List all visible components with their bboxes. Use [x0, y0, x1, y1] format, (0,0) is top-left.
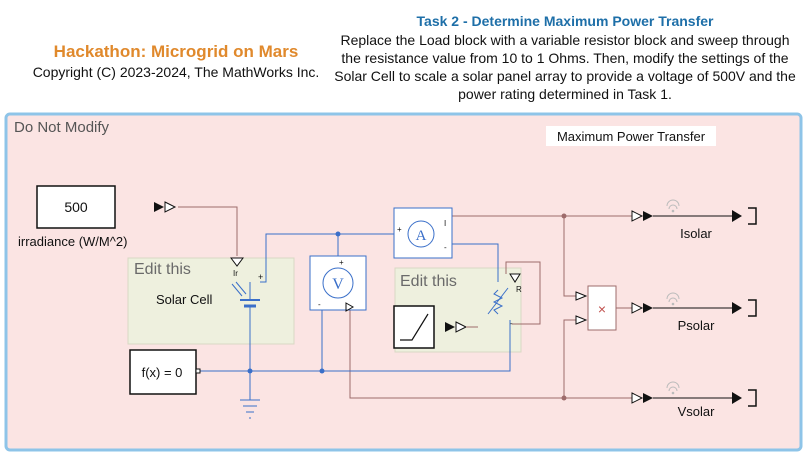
- port-minus: -: [510, 319, 513, 328]
- signal-lines: [178, 206, 632, 399]
- port-r: R: [516, 285, 522, 294]
- current-sensor-block[interactable]: A + I -: [393, 207, 453, 259]
- product-block[interactable]: ×: [575, 285, 617, 331]
- constant-block[interactable]: 500: [36, 185, 116, 229]
- junction-dot: [561, 395, 567, 401]
- terminator-isolar[interactable]: [732, 207, 757, 225]
- area-title-bg: [546, 126, 716, 146]
- label-isolar: Isolar: [680, 226, 712, 241]
- signal-icon: [666, 292, 680, 306]
- solar-cell-label: Solar Cell: [156, 292, 212, 307]
- header-copyright: Copyright (C) 2023-2024, The MathWorks I…: [32, 64, 320, 80]
- voltage-sensor-block[interactable]: V + -: [309, 255, 367, 312]
- area-title: Maximum Power Transfer: [557, 129, 706, 144]
- port-plus: +: [339, 258, 344, 267]
- junction-dot: [335, 231, 341, 237]
- junction-dot: [247, 368, 253, 374]
- constant-value: 500: [64, 199, 88, 215]
- port-i: I: [444, 219, 446, 228]
- variable-resistor-block[interactable]: R -: [487, 273, 522, 328]
- constant-label: irradiance (W/M^2): [18, 234, 127, 249]
- solver-label: f(x) = 0: [142, 365, 183, 380]
- edit-label-solar: Edit this: [134, 261, 191, 278]
- voltmeter-symbol: V: [332, 276, 344, 293]
- converter-block-1[interactable]: [154, 201, 177, 213]
- signal-icon: [666, 199, 680, 213]
- terminator-psolar[interactable]: [732, 299, 757, 317]
- signal-icon: [666, 381, 680, 395]
- port-plus: +: [397, 225, 402, 234]
- port-ir: Ir: [233, 269, 238, 278]
- do-not-modify-label: Do Not Modify: [14, 119, 110, 136]
- label-vsolar: Vsolar: [678, 404, 716, 419]
- junction-dot: [319, 368, 325, 374]
- ramp-block[interactable]: [393, 305, 468, 349]
- product-symbol: ×: [598, 301, 606, 317]
- converter-psolar[interactable]: [631, 302, 653, 314]
- terminator-vsolar[interactable]: [732, 389, 757, 407]
- ground-block[interactable]: [240, 399, 260, 419]
- converter-isolar[interactable]: [631, 210, 653, 222]
- solar-cell-block[interactable]: Solar Cell Ir +: [156, 257, 263, 312]
- ammeter-symbol: A: [416, 228, 427, 244]
- edit-label-load: Edit this: [400, 273, 457, 290]
- port-minus: -: [444, 243, 447, 252]
- header-title: Hackathon: Microgrid on Mars: [53, 42, 299, 61]
- converter-vsolar[interactable]: [631, 392, 653, 404]
- solver-config-block[interactable]: f(x) = 0: [129, 349, 201, 395]
- port-minus: -: [318, 300, 321, 309]
- task-title: Task 2 - Determine Maximum Power Transfe…: [416, 13, 714, 29]
- label-psolar: Psolar: [678, 318, 716, 333]
- junction-dot: [561, 213, 567, 219]
- port-plus: +: [258, 272, 263, 282]
- physical-lines: [200, 233, 511, 400]
- task-description: Replace the Load block with a variable r…: [334, 32, 796, 102]
